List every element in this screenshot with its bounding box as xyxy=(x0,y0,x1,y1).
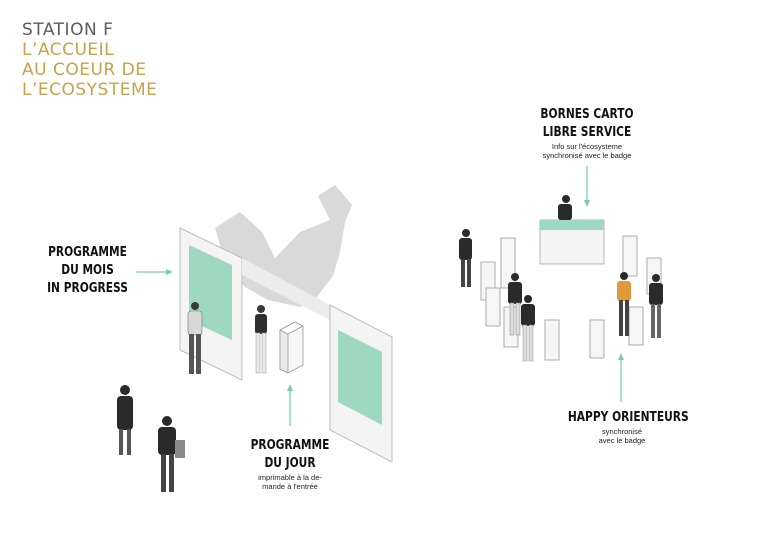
label-bornes-line2: LIBRE SERVICE xyxy=(542,125,632,140)
label-programme-jour-line2: DU JOUR xyxy=(264,456,316,471)
arrow-programme-mois xyxy=(136,269,173,275)
label-happy-sub1: synchronisé xyxy=(601,427,643,436)
person-right-3 xyxy=(521,295,535,362)
label-happy: HAPPY ORIENTEURS synchronisé avec le bad… xyxy=(556,409,689,445)
label-programme-mois-line3: IN PROGRESS xyxy=(47,281,128,296)
person-with-bag xyxy=(158,416,185,492)
label-bornes-line1: BORNES CARTO xyxy=(540,107,634,122)
label-programme-mois: PROGRAMME DU MOIS IN PROGRESS xyxy=(30,244,145,298)
label-bornes-sub1: Info sur l'écosysteme xyxy=(551,142,623,151)
person-right-4 xyxy=(649,274,663,338)
person-right-1 xyxy=(459,229,472,287)
person-at-desk xyxy=(558,195,572,220)
label-programme-jour-sub2: mande à l'entrée xyxy=(262,482,318,491)
screen-right xyxy=(338,330,382,425)
title-line-accueil: L’ACCUEIL xyxy=(22,40,115,60)
person-right-2 xyxy=(508,273,522,336)
person-right-orange xyxy=(617,272,631,336)
floor-shadow xyxy=(242,258,330,320)
label-programme-mois-line1: PROGRAMME xyxy=(48,245,127,260)
person-with-phone xyxy=(255,305,267,374)
label-programme-mois-line2: DU MOIS xyxy=(61,263,114,278)
pillars xyxy=(480,235,662,361)
label-happy-line1: HAPPY ORIENTEURS xyxy=(567,410,689,425)
title-line-ecosysteme: L’ECOSYSTEME xyxy=(22,80,158,100)
arrow-programme-jour xyxy=(287,384,293,426)
person-coat xyxy=(117,385,133,455)
page-title: STATION F L’ACCUEIL AU COEUR DE L’ECOSYS… xyxy=(22,20,157,100)
label-programme-jour-line1: PROGRAMME xyxy=(250,438,330,453)
arrow-bornes xyxy=(584,166,590,207)
title-line-coeur: AU COEUR DE xyxy=(22,60,147,80)
person-at-wall xyxy=(187,302,203,374)
title-line-station: STATION F xyxy=(22,20,114,40)
label-programme-jour-sub1: imprimable à la de- xyxy=(258,473,322,482)
label-happy-sub2: avec le badge xyxy=(598,436,646,445)
label-bornes-sub2: synchronisé avec le badge xyxy=(542,151,632,160)
label-programme-jour: PROGRAMME DU JOUR imprimable à la de- ma… xyxy=(230,437,350,491)
printer-kiosk xyxy=(279,321,304,374)
welcome-desk xyxy=(539,219,605,265)
label-bornes: BORNES CARTO LIBRE SERVICE Info sur l'éc… xyxy=(527,106,647,160)
arrow-happy xyxy=(618,353,624,402)
